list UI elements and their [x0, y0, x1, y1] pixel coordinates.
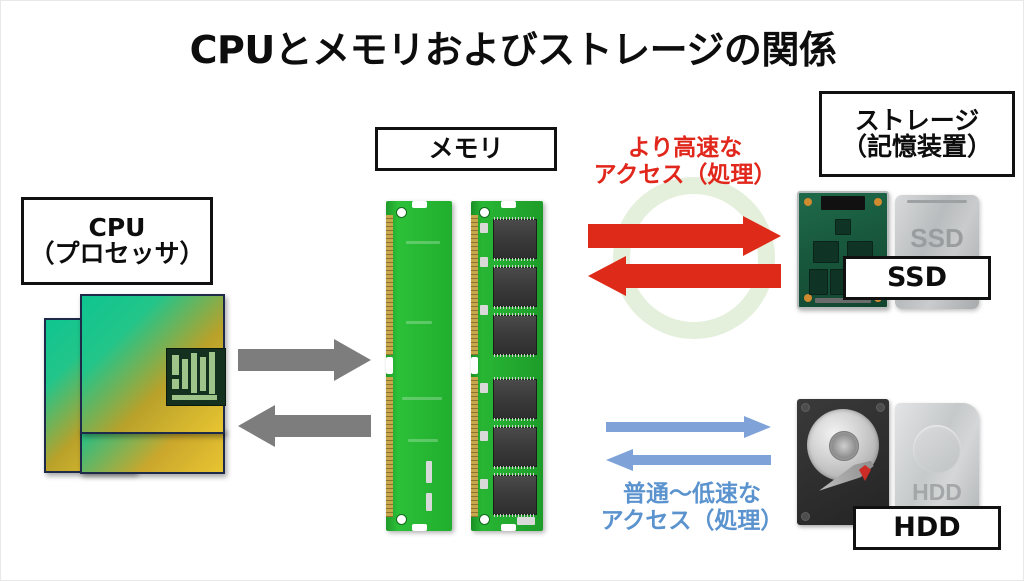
ssd-label-line1: SSD: [886, 261, 948, 293]
ram-bottom-notch: [412, 524, 427, 531]
ram-mount-hole-bottom: [396, 514, 407, 525]
hdd-image: HDD: [791, 399, 1001, 529]
fast-access-line1: より高速な: [627, 135, 743, 161]
ram-key-notch: [386, 357, 393, 374]
ram-front-mount-hole-bottom: [479, 514, 490, 525]
ssd-case-brand-text: SSD: [910, 223, 964, 253]
blue-arrow-right: [606, 414, 771, 440]
cpu-label-box: CPU （プロセッサ）: [21, 197, 213, 285]
memory-chip: [493, 313, 537, 357]
memory-module-back: [386, 201, 452, 531]
ram-contacts-top: [386, 215, 393, 355]
ram-front-key-notch: [471, 357, 478, 374]
ssd-label-box: SSD: [843, 256, 991, 300]
slow-access-line2: アクセス（処理）: [600, 508, 784, 535]
memory-chip: [493, 217, 537, 261]
memory-chip: [493, 377, 537, 421]
memory-module-front: [471, 201, 543, 531]
hdd-open-drive: [797, 399, 889, 525]
blue-arrow-left: [606, 447, 771, 473]
storage-label-line2: （記憶装置）: [841, 132, 992, 161]
cpu-chip-primary: [80, 294, 226, 434]
red-arrow-right: [588, 216, 781, 256]
cpu-chip-underside: [80, 428, 225, 474]
cpu-label-line1: CPU: [88, 212, 146, 242]
ram-front-bottom-notch: [501, 524, 516, 531]
memory-chip: [493, 473, 537, 517]
storage-label-box: ストレージ （記憶装置）: [819, 91, 1015, 177]
hdd-label-line1: HDD: [893, 511, 961, 543]
ssd-connector: [821, 196, 865, 210]
page-title: CPUとメモリおよびストレージの関係: [189, 28, 837, 72]
ram-contacts-bottom: [386, 377, 393, 517]
gray-arrow-right: [238, 339, 371, 381]
cpu-die-icon: [166, 348, 226, 406]
red-arrow-left: [588, 256, 781, 296]
slow-access-line1: 普通〜低速な: [623, 481, 761, 507]
gray-arrow-left: [238, 405, 371, 447]
storage-label-line1: ストレージ: [854, 105, 980, 135]
memory-label-line1: メモリ: [428, 133, 504, 163]
hdd-enclosure: HDD: [895, 403, 979, 525]
memory-label-box: メモリ: [375, 127, 557, 171]
ram-mount-hole-top: [396, 207, 407, 218]
memory-chip: [493, 425, 537, 469]
ssd-case-slot: [907, 200, 967, 203]
ram-front-contacts-top: [471, 215, 478, 355]
ram-front-contacts-bottom: [471, 377, 478, 517]
memory-chip: [493, 265, 537, 309]
fast-access-line2: アクセス（処理）: [593, 162, 777, 189]
fast-access-annotation: より高速な アクセス（処理）: [567, 135, 803, 189]
cpu-label-line2: （プロセッサ）: [29, 239, 205, 268]
hdd-spindle: [829, 431, 859, 461]
hdd-case-brand-text: HDD: [912, 479, 962, 505]
ram-front-top-notch: [501, 201, 516, 208]
cpu-image: [36, 286, 251, 486]
slow-access-annotation: 普通〜低速な アクセス（処理）: [567, 481, 817, 535]
ram-top-notch: [412, 201, 427, 208]
hdd-label-box: HDD: [853, 506, 1001, 550]
ram-front-mount-hole-top: [479, 207, 490, 218]
hdd-case-hump: [913, 425, 961, 473]
